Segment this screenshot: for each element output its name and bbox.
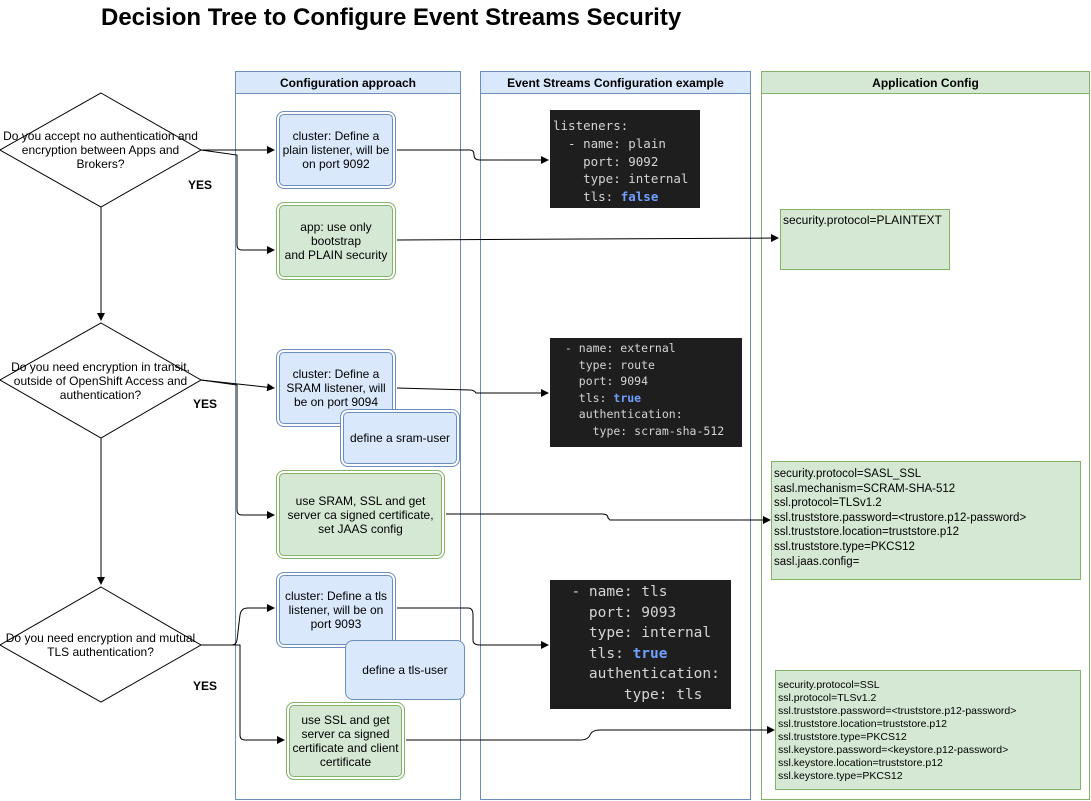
- lane-header-configuration-approach: Configuration approach: [236, 72, 460, 94]
- code-line: port: 9092: [553, 153, 659, 169]
- code-line: - name: tls: [554, 584, 668, 600]
- arrow-q1-to-plain-app: [200, 149, 275, 254]
- arrow-tls-app-to-config: [406, 726, 775, 741]
- decision-diamond-3: [0, 586, 203, 703]
- lane-header-application-config: Application Config: [762, 72, 1089, 94]
- lane-application-config: Application Config: [761, 71, 1090, 800]
- arrow-q3-to-tls-app: [201, 644, 285, 744]
- code-line: type: route: [558, 357, 655, 372]
- code-line: type: scram-sha-512: [558, 423, 725, 438]
- code-key: tls:: [553, 189, 621, 205]
- plain-app-box: app: use only bootstrap and PLAIN securi…: [276, 202, 396, 280]
- question-1-text: Do you accept no authentication and encr…: [3, 129, 198, 171]
- sram-app-box: use SRAM, SSL and get server ca signed c…: [276, 470, 445, 559]
- yes-label-1: YES: [188, 178, 213, 192]
- yes-label-2: YES: [193, 397, 218, 411]
- config-ssl-mtls: security.protocol=SSL ssl.protocol=TLSv1…: [775, 670, 1081, 790]
- lane-header-configuration-example: Event Streams Configuration example: [481, 72, 750, 94]
- plain-listener-box: cluster: Define a plain listener, will b…: [276, 111, 396, 189]
- code-line: - name: plain: [553, 135, 666, 151]
- question-3-text: Do you need encryption and mutual TLS au…: [5, 631, 196, 659]
- yes-label-3: YES: [193, 679, 218, 693]
- tls-app-box: use SSL and get server ca signed certifi…: [286, 702, 405, 780]
- code-sram-listener: - name: external type: route port: 9094 …: [550, 338, 742, 447]
- code-key: tls:: [554, 645, 633, 662]
- lane-configuration-example: Event Streams Configuration example: [480, 71, 751, 800]
- tls-listener-box: cluster: Define a tls listener, will be …: [276, 572, 396, 648]
- code-line: authentication:: [554, 666, 720, 682]
- code-line: listeners:: [553, 118, 629, 133]
- code-bool-value: false: [620, 189, 659, 205]
- config-plaintext: security.protocol=PLAINTEXT: [780, 209, 950, 270]
- code-line: type: internal: [553, 171, 689, 187]
- code-line: port: 9093: [554, 604, 677, 621]
- arrow-tls-listener-to-code: [397, 607, 549, 649]
- arrow-sram-listener-to-code: [396, 387, 549, 397]
- arrow-q2-to-sram-app: [200, 379, 275, 519]
- code-line: tls: true: [558, 390, 742, 407]
- code-bool-value: true: [613, 390, 642, 405]
- code-line: port: 9094: [558, 374, 649, 389]
- tls-user-box: define a tls-user: [345, 640, 465, 700]
- code-line: - name: external: [558, 341, 676, 355]
- code-line: authentication:: [558, 407, 683, 422]
- config-sasl-ssl: security.protocol=SASL_SSL sasl.mechanis…: [771, 461, 1081, 580]
- code-bool-value: true: [632, 645, 668, 662]
- code-plain-listener: listeners: - name: plain port: 9092 type…: [550, 110, 700, 208]
- page-title: Decision Tree to Configure Event Streams…: [101, 4, 682, 31]
- sram-user-box: define a sram-user: [340, 409, 460, 467]
- code-tls-listener: - name: tls port: 9093 type: internal tl…: [550, 580, 731, 709]
- code-line: tls: false: [553, 188, 700, 206]
- lane-configuration-approach: Configuration approach: [235, 71, 461, 800]
- arrow-plain-app-to-config: [396, 234, 779, 243]
- arrow-plain-listener-to-code: [397, 149, 549, 164]
- code-key: tls:: [558, 390, 614, 405]
- code-line: type: internal: [554, 625, 712, 641]
- arrow-q3-to-tls-listener: [201, 604, 275, 646]
- arrow-sram-app-to-config: [446, 513, 771, 524]
- code-line: tls: true: [554, 644, 731, 665]
- code-line: type: tls: [554, 686, 703, 703]
- question-2-text: Do you need encryption in transit, outsi…: [11, 360, 190, 402]
